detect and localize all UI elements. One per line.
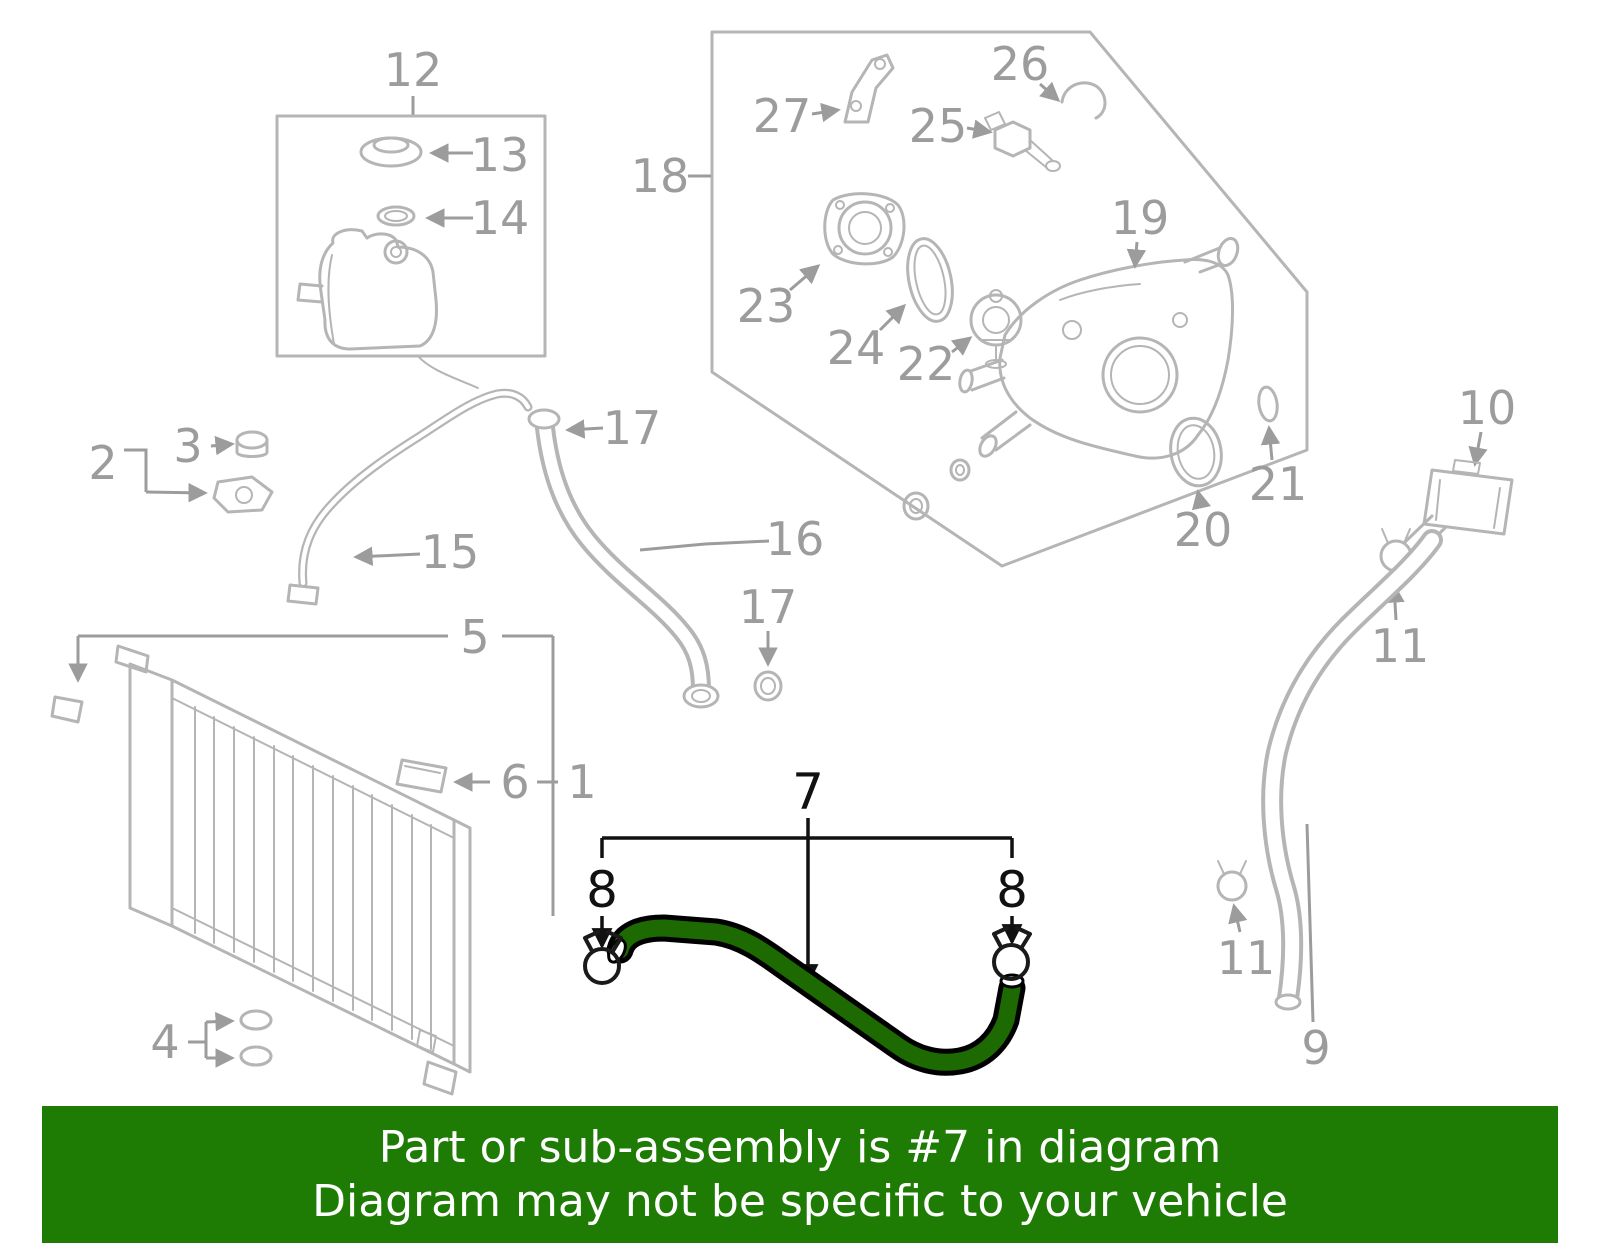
housing-oring (1169, 416, 1223, 488)
radiator-side-tank (128, 662, 174, 928)
callout-6: 6 (500, 755, 529, 809)
small-seal (1257, 385, 1279, 423)
hose-fitting (1403, 459, 1514, 556)
info-banner: Part or sub-assembly is #7 in diagram Di… (42, 1106, 1558, 1243)
radiator-end-tank (452, 818, 472, 1074)
banner-line-1: Part or sub-assembly is #7 in diagram (378, 1121, 1222, 1173)
callout-18: 18 (631, 149, 690, 203)
radiator-group: 5 (50, 610, 597, 1096)
hose-clamp-right (992, 926, 1032, 981)
mount-cushions (239, 1009, 273, 1067)
small-cap-part (235, 430, 269, 458)
outlet-hose-group: 10 11 11 9 (1216, 381, 1517, 1075)
reservoir-box (275, 114, 547, 358)
thermostat-housing-body (902, 236, 1240, 521)
callout-23: 23 (737, 279, 796, 333)
radiator-bottom-bracket (422, 1060, 458, 1096)
inlet-pipe-group: 17 16 17 (527, 401, 825, 709)
callout-20: 20 (1174, 503, 1233, 557)
callout-16: 16 (766, 512, 825, 566)
callout-26: 26 (991, 37, 1050, 91)
bracket-plate-part (212, 475, 274, 514)
clamp-lower (1216, 860, 1248, 902)
reservoir-oring (376, 205, 416, 227)
callout-5: 5 (460, 610, 489, 664)
radiator-clip (50, 695, 84, 724)
reservoir-bottle (296, 228, 438, 351)
heater-hose-part-7 (606, 914, 1026, 1076)
sub-assembly-boundary (710, 30, 1309, 568)
radiator-fins (194, 706, 432, 1050)
callout-9: 9 (1301, 1021, 1330, 1075)
reservoir-assembly-group: 12 13 14 (275, 43, 547, 389)
callout-13: 13 (471, 128, 530, 182)
small-oring (753, 670, 783, 702)
water-outlet-flange (823, 192, 906, 266)
callout-12: 12 (384, 43, 443, 97)
callout-19: 19 (1111, 191, 1170, 245)
reservoir-hose-stub (417, 355, 479, 389)
callout-10: 10 (1458, 381, 1517, 435)
callout-11-upper: 11 (1371, 619, 1430, 673)
drain-plug-part (395, 758, 448, 794)
pipe-bottom-flange (682, 683, 720, 709)
callout-7: 7 (792, 763, 824, 821)
highlighted-hose-group: 7 8 8 (583, 763, 1032, 1076)
sensor-clip (1060, 81, 1107, 120)
thermostat (969, 289, 1023, 369)
callout-1: 1 (567, 755, 596, 809)
hose-end-opening (1274, 993, 1302, 1011)
callout-8-right: 8 (996, 861, 1028, 919)
pipe-top-ring (527, 408, 561, 430)
callout-25: 25 (909, 99, 968, 153)
callout-14: 14 (471, 191, 530, 245)
callout-27: 27 (753, 89, 812, 143)
banner-line-2: Diagram may not be specific to your vehi… (312, 1175, 1288, 1227)
hose-clamp-left (583, 930, 623, 985)
callout-17-ring: 17 (739, 580, 798, 634)
callout-22: 22 (897, 337, 956, 391)
callout-8-left: 8 (586, 861, 618, 919)
mount-parts-group: 2 3 (88, 419, 274, 514)
callout-15: 15 (421, 525, 480, 579)
callout-4: 4 (150, 1015, 179, 1069)
sensor-bracket (843, 53, 895, 124)
reservoir-cap (359, 136, 423, 168)
callout-11-lower: 11 (1217, 931, 1276, 985)
callout-24: 24 (827, 321, 886, 375)
gasket (906, 237, 954, 323)
temperature-sensor (984, 111, 1061, 172)
radiator-top-bracket (114, 644, 150, 674)
callout-17-top: 17 (603, 401, 662, 455)
overflow-tube-group: 15 (286, 388, 533, 606)
thermostat-housing-group: 18 27 25 26 (631, 30, 1309, 568)
callout-3: 3 (173, 419, 202, 473)
callout-21: 21 (1249, 457, 1308, 511)
callout-2: 2 (88, 436, 117, 490)
